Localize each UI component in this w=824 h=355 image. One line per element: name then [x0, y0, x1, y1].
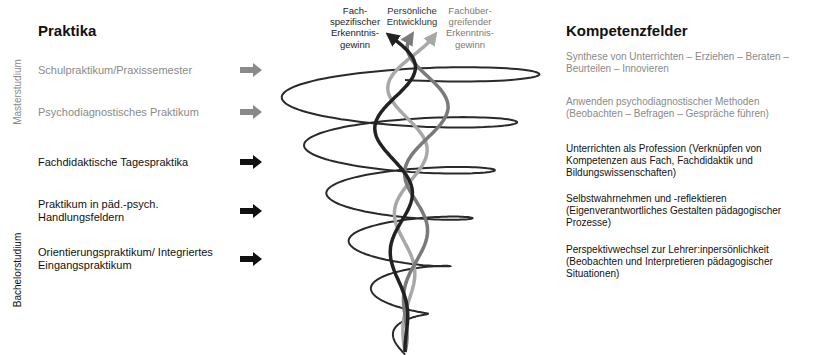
block-arrow: [240, 63, 262, 77]
column-heading: Praktika: [38, 22, 228, 40]
practicum-label: Fachdidaktische Tagespraktika: [38, 156, 233, 169]
strand-label: Persönliche Entwicklung: [381, 5, 443, 27]
spiral-line: [282, 67, 540, 354]
competence-label: Synthese von Unterrichten – Erziehen – B…: [566, 51, 818, 75]
strand-label: Fachüber-greifender Erkenntnis-gewinn: [440, 5, 500, 50]
practicum-label: Praktikum in päd.-psych. Handlungsfelder…: [38, 198, 233, 224]
block-arrow: [240, 204, 262, 218]
practicum-label: Orientierungspraktikum/ Integriertes Ein…: [38, 246, 233, 272]
phase-label: Masterstudium: [12, 59, 24, 125]
competence-label: Unterrichten als Profession (Verknüpfen …: [566, 143, 818, 178]
competence-label: Anwenden psychodiagnostischer Methoden (…: [566, 96, 818, 120]
phase-label: Bachelorstudium: [12, 233, 24, 307]
practicum-label: Psychodiagnostisches Praktikum: [38, 106, 233, 119]
block-arrow: [240, 155, 262, 169]
block-arrow: [240, 105, 262, 119]
arrow-group: [240, 63, 262, 266]
block-arrow: [240, 252, 262, 266]
competence-label: Perspektivwechsel zur Lehrer:inpersönlic…: [566, 244, 818, 279]
strand-arrow: [375, 36, 416, 352]
column-heading: Kompetenzfelder: [566, 22, 816, 40]
practicum-label: Schulpraktikum/Praxissemester: [38, 64, 233, 77]
competence-label: Selbstwahrnehmen und -reflektieren (Eige…: [566, 193, 818, 228]
strand-label: Fach-spezifischer Erkenntnis-gewinn: [325, 5, 385, 50]
